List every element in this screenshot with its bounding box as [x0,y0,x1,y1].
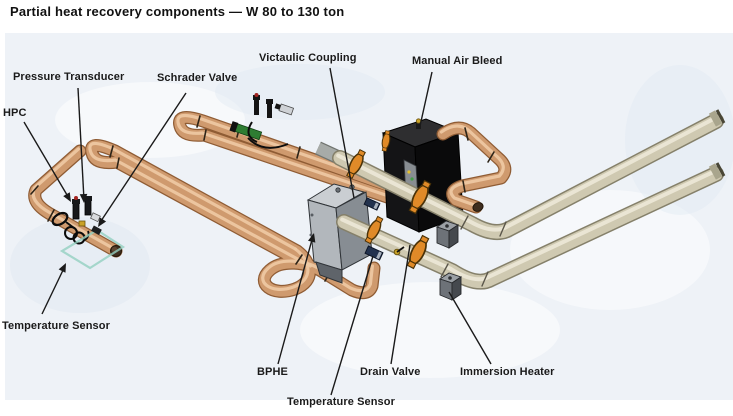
label-temperature-sensor-left: Temperature Sensor [2,320,110,332]
leader-bphe [277,235,314,365]
left-instrument-assembly [51,196,126,270]
leader-victaulic-coupling [329,67,355,199]
label-victaulic-coupling: Victaulic Coupling [259,52,357,64]
leader-hpc [23,121,71,201]
leader-manual-air-bleed [419,71,433,127]
copper-serpentine [441,126,504,213]
drain-valve-icon [393,246,405,256]
label-manual-air-bleed: Manual Air Bleed [412,55,503,67]
schrader-valve-assembly [229,93,295,149]
leader-immersion-heater [448,291,492,365]
leader-temperature-sensor-left [41,265,66,315]
label-schrader-valve: Schrader Valve [157,72,238,84]
grooved-pipe-end-lower [708,162,726,180]
hpc-icon [72,196,80,220]
leader-pressure-transducer [77,87,85,201]
label-pressure-transducer: Pressure Transducer [13,71,125,83]
label-bphe: BPHE [257,366,288,378]
immersion-heater-unit [436,220,459,249]
leader-temperature-sensor-bottom [330,255,374,396]
pipe-joint-seams [30,115,331,282]
label-hpc: HPC [3,107,27,119]
leader-schrader-valve [98,92,187,225]
label-drain-valve: Drain Valve [360,366,421,378]
leader-lines [23,67,492,396]
pressure-transducer-icon [84,196,92,216]
label-temperature-sensor-bottom: Temperature Sensor [287,396,395,408]
steel-water-piping [338,109,726,286]
temperature-sensor-capillary-icon [59,228,126,270]
schrader-valve-icon [78,212,101,227]
temperature-sensor-probe-icon [363,197,381,211]
grooved-pipe-end-upper [708,109,726,127]
page-title: Partial heat recovery components — W 80 … [10,4,345,19]
label-immersion-heater: Immersion Heater [460,366,555,378]
leader-drain-valve [390,244,411,365]
